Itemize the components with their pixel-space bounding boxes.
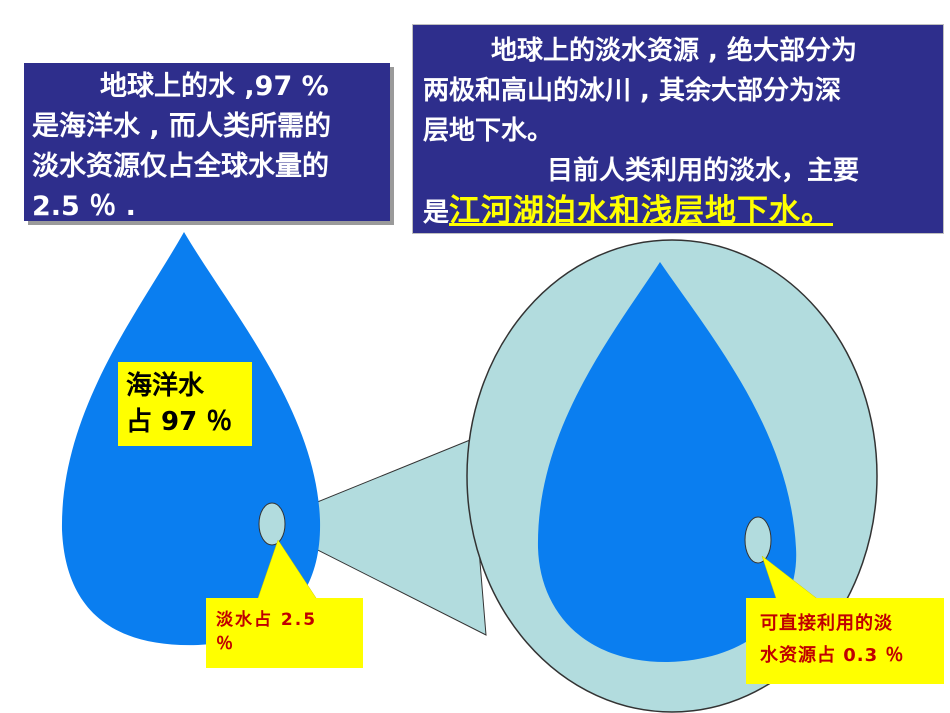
usable-callout-line-2: 水资源占 0.3 ％ [760,645,905,666]
left-box-line-2: 是海洋水 , 而人类所需的 [32,111,332,142]
right-box-line-3: 层地下水。 [423,116,554,146]
ocean-label-line-1: 海洋水 [126,371,205,401]
magnified-water-drop [537,262,797,663]
left-box-line-3: 淡水资源仅占全球水量的 [32,151,329,182]
usable-water-callout: 可直接利用的淡 水资源占 0.3 ％ [746,598,944,684]
freshwater-callout-line-2: ％ [216,634,235,654]
right-box-line-1: 地球上的淡水资源 , 绝大部分为 [491,36,857,66]
usable-callout-line-1: 可直接利用的淡 [760,613,893,634]
right-box-line-5-prefix: 是 [423,198,450,228]
ocean-label-line-2: 占 97 ％ [126,407,233,437]
right-box-highlight: 江河湖泊水和浅层地下水。 [449,193,834,229]
freshwater-callout: 淡水占 2.5 ％ [206,598,363,668]
freshwater-marker [258,502,286,546]
freshwater-text-box: 地球上的淡水资源 , 绝大部分为 两极和高山的冰川 , 其余大部分为深 层地下水… [412,24,944,234]
global-water-text-box: 地球上的水 ,97 % 是海洋水 , 而人类所需的 淡水资源仅占全球水量的 2.… [24,63,390,222]
usable-water-marker [744,516,772,564]
left-box-line-4: 2.5 ％ . [32,191,136,222]
left-box-line-1: 地球上的水 ,97 % [100,71,329,102]
right-box-line-2: 两极和高山的冰川 , 其余大部分为深 [423,76,841,106]
freshwater-callout-line-1: 淡水占 2.5 [216,610,318,630]
ocean-water-label: 海洋水 占 97 ％ [118,362,252,446]
right-box-line-4: 目前人类利用的淡水，主要 [547,156,860,186]
